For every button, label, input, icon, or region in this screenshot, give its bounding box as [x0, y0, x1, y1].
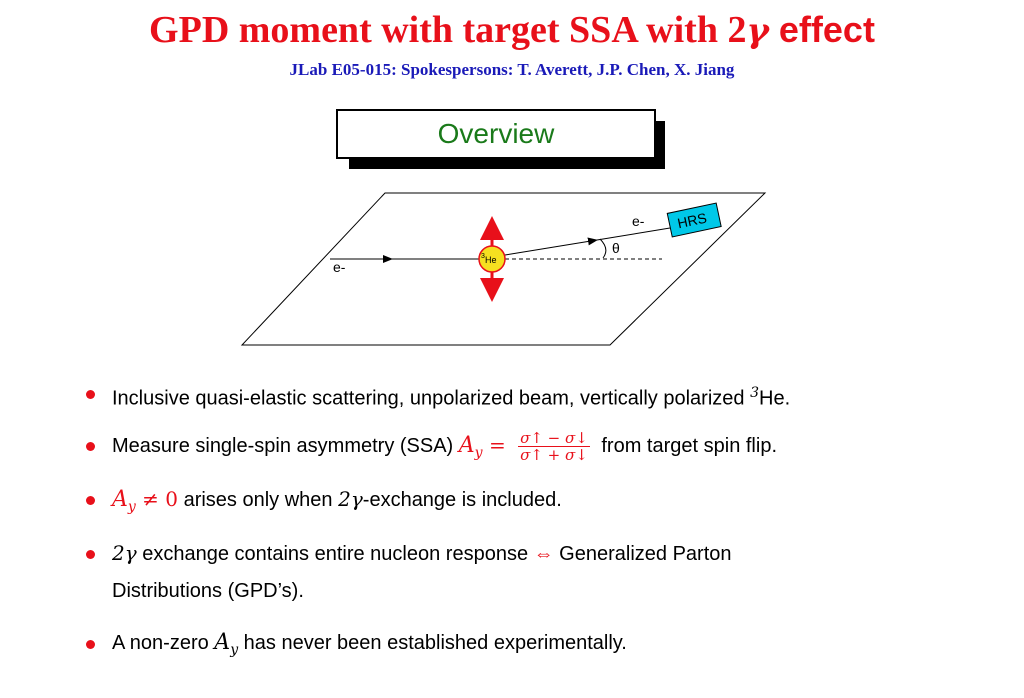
bullet-dot: [86, 640, 95, 649]
scattered-beam-line-2: [596, 227, 671, 241]
bullet-5-text: A non-zero Ay has never been established…: [112, 626, 627, 667]
bullet-4-tail: Generalized Parton: [553, 543, 732, 565]
bullet-1-sup: 3: [750, 385, 760, 401]
bullet-3-mathb: 2γ: [338, 487, 363, 511]
outgoing-electron-label: e-: [632, 213, 645, 229]
target-label: He: [485, 255, 497, 265]
page-subtitle: JLab E05-015: Spokespersons: T. Averett,…: [289, 60, 735, 79]
hrs-label: HRS: [676, 210, 708, 232]
bullet-3-math: A: [112, 487, 128, 512]
title-effect: effect: [768, 9, 875, 50]
bullet-1-text: Inclusive quasi-elastic scattering, unpo…: [112, 376, 790, 416]
bullet-2-eq: =: [482, 433, 513, 457]
bullet-3-math2: ≠ 0: [135, 487, 179, 511]
bullet-4-line2: Distributions (GPD’s).: [112, 580, 304, 602]
target-label-sup: 3: [481, 253, 485, 260]
bullet-dot: [86, 390, 95, 399]
angle-arc: [599, 238, 607, 259]
bullet-5-pre: A non-zero: [112, 632, 215, 654]
bullet-1-main: Inclusive quasi-elastic scattering, unpo…: [112, 387, 751, 410]
ssa-fraction-num: σ↑ − σ↓: [518, 429, 590, 448]
bullet-1-tail: He.: [759, 387, 791, 410]
title-main: GPD moment with target SSA with 2: [149, 9, 747, 51]
double-arrow-icon: ⇔: [533, 543, 554, 565]
bullet-dot: [86, 496, 95, 505]
scattered-beam-line: [504, 237, 598, 256]
bullet-2-text: Measure single-spin asymmetry (SSA) Ay =…: [112, 428, 777, 470]
overview-box: Overview: [336, 109, 656, 159]
bullet-4-mathb: 2γ: [112, 541, 137, 565]
bullet-3-math-sub: y: [127, 499, 136, 515]
incoming-electron-label: e-: [333, 259, 346, 275]
page-title: GPD moment with target SSA with 2γ effec…: [0, 8, 1024, 52]
bullet-2-post: from target spin flip.: [595, 435, 777, 457]
angle-label: θ: [612, 240, 620, 256]
hrs-detector: HRS: [666, 202, 722, 238]
bullet-4-text: 2γ exchange contains entire nucleon resp…: [112, 536, 732, 571]
bullet-3-text: Ay ≠ 0 arises only when 2γ-exchange is i…: [112, 482, 562, 524]
bullet-5-post: has never been established experimentall…: [238, 632, 627, 654]
bullet-5-mathb: A: [214, 630, 231, 655]
scattering-plane: [240, 192, 767, 346]
bullet-3-tail: -exchange is included.: [362, 489, 562, 511]
bullet-5-mathb-sub: y: [230, 642, 239, 658]
bullet-2-math-sub: y: [474, 445, 483, 461]
bullet-3-post: arises only when: [178, 489, 339, 511]
bullet-2-math: A: [458, 433, 475, 458]
ssa-fraction-den: σ↑ + σ↓: [520, 446, 588, 465]
title-gamma: γ: [746, 11, 769, 51]
he3-target: [478, 245, 506, 273]
bullet-2-pre: Measure single-spin asymmetry (SSA): [112, 435, 459, 457]
bullet-4-post: exchange contains entire nucleon respons…: [136, 543, 534, 565]
bullet-dot: [86, 550, 95, 559]
bullet-dot: [86, 442, 95, 451]
ssa-fraction: σ↑ − σ↓σ↑ + σ↓: [518, 430, 590, 463]
